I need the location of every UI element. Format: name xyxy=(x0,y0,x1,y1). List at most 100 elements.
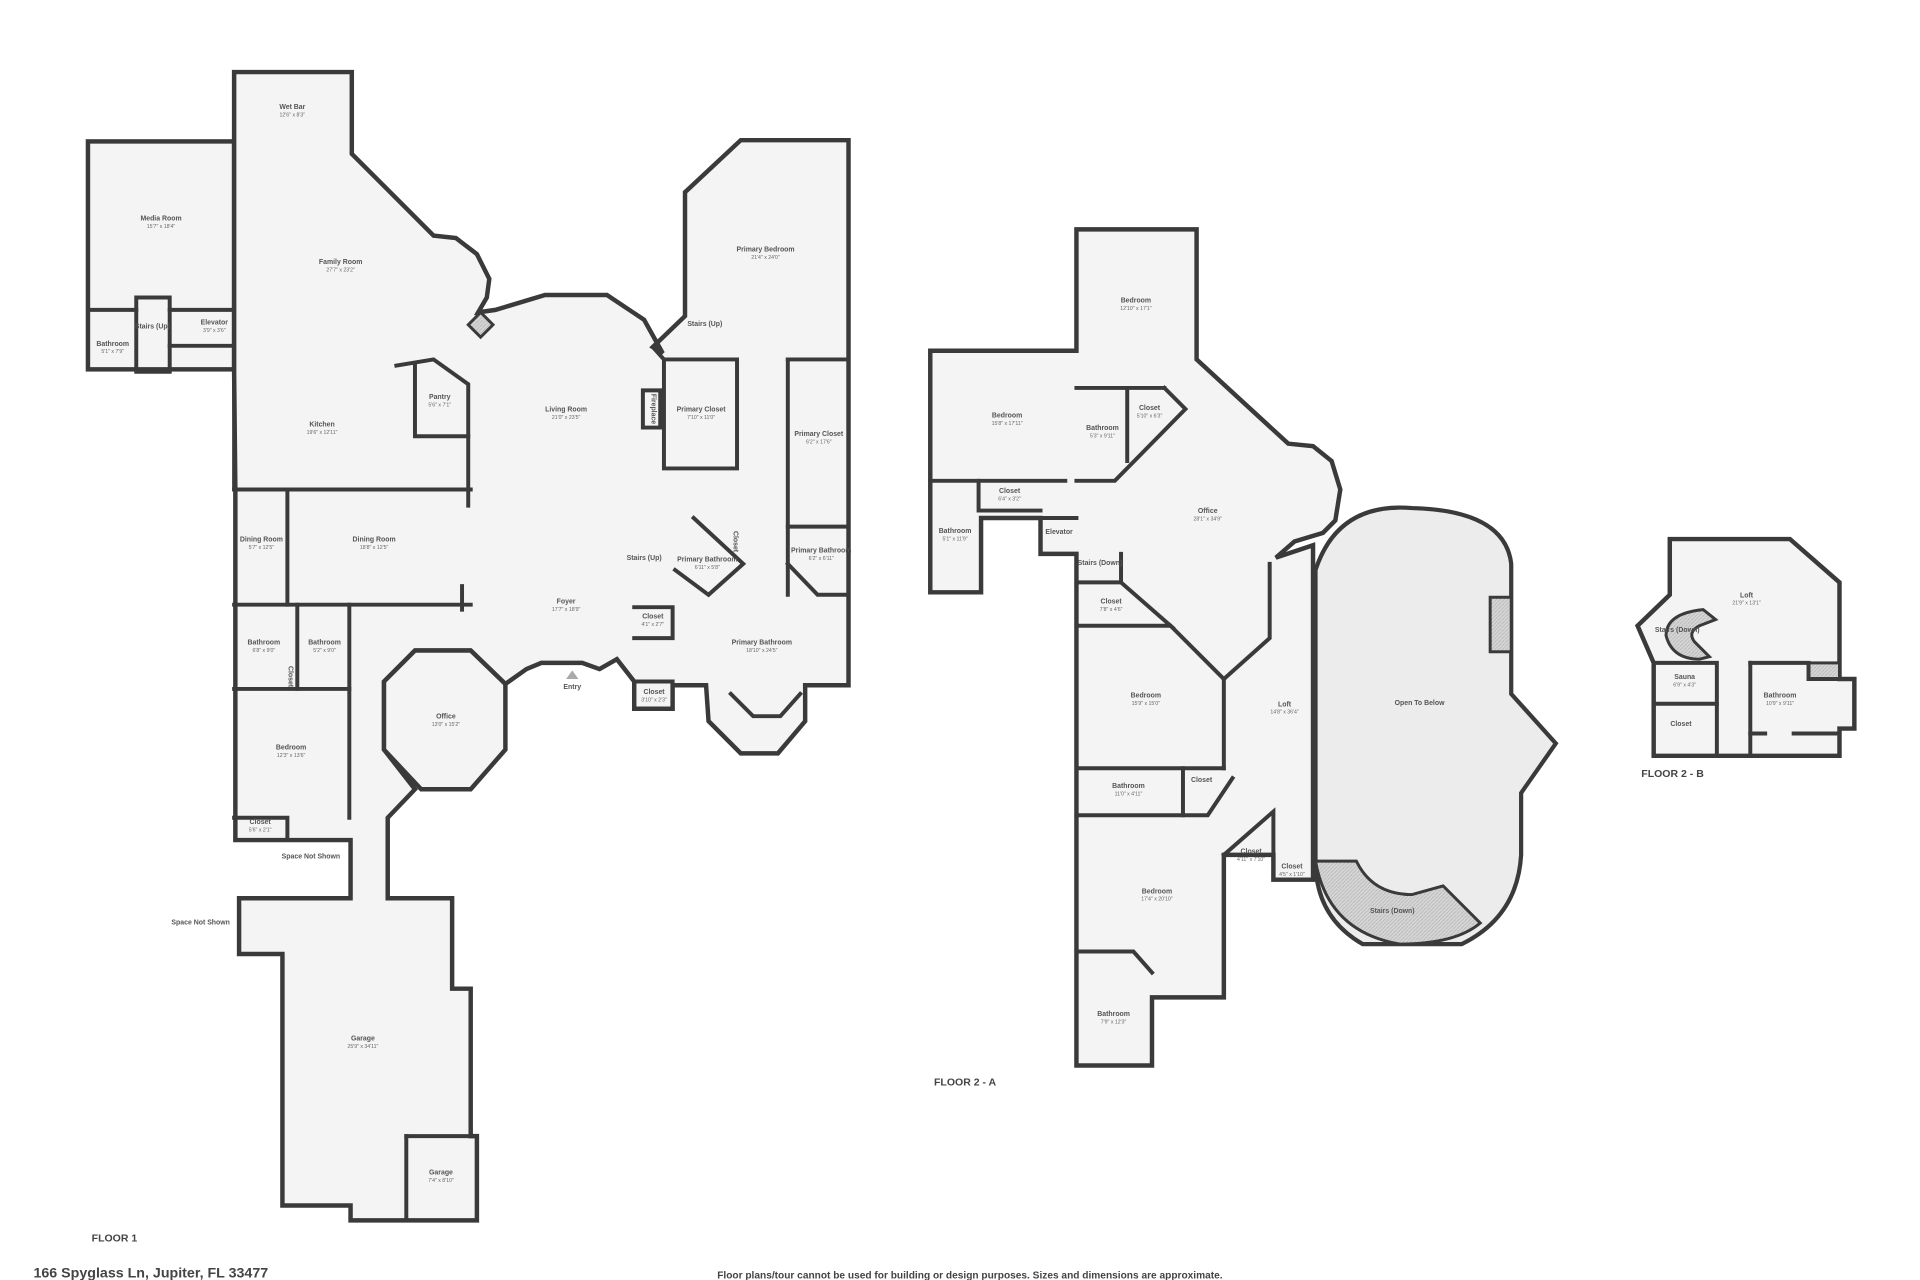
room-name: Wet Bar xyxy=(279,104,305,111)
room-label: Stairs (Up) xyxy=(687,321,722,328)
room-dimensions: 5'7" x 12'5" xyxy=(249,545,275,551)
room-name: Garage xyxy=(351,1036,375,1043)
room-label: Closet 7'8" x 4'6" xyxy=(1100,598,1123,612)
room-name: Office xyxy=(1198,508,1218,515)
wall-segment xyxy=(785,561,851,597)
room-label: Foyer 17'7" x 18'9" xyxy=(552,598,581,612)
room-dimensions: 6'9" x 4'3" xyxy=(1673,682,1696,688)
room-name: Bedroom xyxy=(1142,888,1172,895)
room-name: Bathroom xyxy=(1764,693,1797,700)
room-name: Closet xyxy=(1101,598,1123,605)
room-name: Closet xyxy=(1139,405,1161,412)
floor-2a-label: FLOOR 2 - A xyxy=(934,1076,997,1088)
room-label: Entry xyxy=(563,684,581,691)
room-name: Loft xyxy=(1740,592,1754,599)
room-dimensions: 15'9" x 15'0" xyxy=(1132,701,1161,707)
room-label: Closet xyxy=(287,666,294,688)
room-name: Elevator xyxy=(1045,529,1073,536)
room-dimensions: 5'10" x 6'3" xyxy=(1137,414,1163,420)
room-dimensions: 6'4" x 3'2" xyxy=(998,497,1021,503)
room-dimensions: 3'9" x 3'6" xyxy=(203,328,226,334)
wall-segment xyxy=(661,357,740,471)
property-address: 166 Spyglass Ln, Jupiter, FL 33477 xyxy=(33,1265,268,1280)
wall-segment xyxy=(232,815,290,843)
room-dimensions: 5'1" x 7'9" xyxy=(101,349,124,355)
room-name: Primary Bathroom xyxy=(677,556,737,563)
room-name: Pantry xyxy=(429,394,451,401)
wall-segment xyxy=(650,344,667,363)
room-label: Closet xyxy=(731,531,738,553)
room-label: Closet xyxy=(1670,721,1692,728)
wall-segment xyxy=(1074,949,1155,976)
room-dimensions: 21'9" x 13'1" xyxy=(1732,601,1761,607)
room-label: Elevator xyxy=(1045,529,1073,536)
room-dimensions: 13'0" x 15'2" xyxy=(432,722,461,728)
wall-segment xyxy=(1651,660,1719,758)
room-label: Loft 21'9" x 13'1" xyxy=(1732,592,1761,606)
room-name: Bathroom xyxy=(939,528,972,535)
room-label: Open To Below xyxy=(1395,700,1445,707)
room-name: Bathroom xyxy=(96,341,129,348)
room-dimensions: 4'1" x 2'7" xyxy=(641,622,664,628)
room-name: Space Not Shown xyxy=(282,854,340,861)
room-dimensions: 6'2" x 6'11" xyxy=(809,556,834,562)
room-dimensions: 12'10" x 17'1" xyxy=(1120,306,1151,312)
office-octagon xyxy=(381,648,508,792)
room-name: Entry xyxy=(563,684,581,691)
room-name: Stairs (Down) xyxy=(1078,560,1123,567)
interior-walls xyxy=(85,70,1842,1223)
floor-2a-outline xyxy=(928,227,1343,1068)
room-dimensions: 7'4" x 8'10" xyxy=(428,1178,454,1184)
disclaimer: Floor plans/tour cannot be used for buil… xyxy=(717,1271,1223,1280)
wall-segment xyxy=(976,478,1043,513)
room-label: Closet 4'1" x 2'7" xyxy=(641,613,664,627)
room-dimensions: 21'4" x 24'0" xyxy=(751,255,780,261)
room-name: Bathroom xyxy=(1097,1011,1130,1018)
room-name: Foyer xyxy=(557,598,576,605)
room-dimensions: 25'9" x 34'11" xyxy=(347,1044,378,1050)
room-dimensions: 17'7" x 18'9" xyxy=(552,607,581,613)
floor-2b-outline xyxy=(1634,536,1857,759)
room-label: Stairs (Down) xyxy=(1078,560,1123,567)
room-name: Stairs (Up) xyxy=(687,321,722,328)
room-label: Space Not Shown xyxy=(171,919,229,926)
floor-2b-plan xyxy=(1634,536,1857,759)
room-name: Bedroom xyxy=(992,413,1022,420)
room-name: Primary Closet xyxy=(677,406,727,413)
room-dimensions: 10'9" x 9'11" xyxy=(1766,701,1794,707)
room-name: Loft xyxy=(1278,701,1292,708)
room-dimensions: 7'8" x 4'6" xyxy=(1100,607,1123,613)
spiral-stairs-hatch xyxy=(1664,608,1719,661)
fireplace-chimney-hatch xyxy=(1488,595,1513,654)
room-name: Stairs (Up) xyxy=(135,323,170,330)
wall-segment xyxy=(1221,807,1276,858)
room-dimensions: 28'1" x 34'9" xyxy=(1194,516,1223,522)
room-dimensions: 7'10" x 11'0" xyxy=(687,415,715,421)
room-name: Fireplace xyxy=(650,394,657,425)
wall-segment xyxy=(1167,622,1227,682)
room-name: Closet xyxy=(642,613,664,620)
room-dimensions: 4'11" x 7'10" xyxy=(1237,857,1265,863)
room-name: Closet xyxy=(1670,721,1692,728)
